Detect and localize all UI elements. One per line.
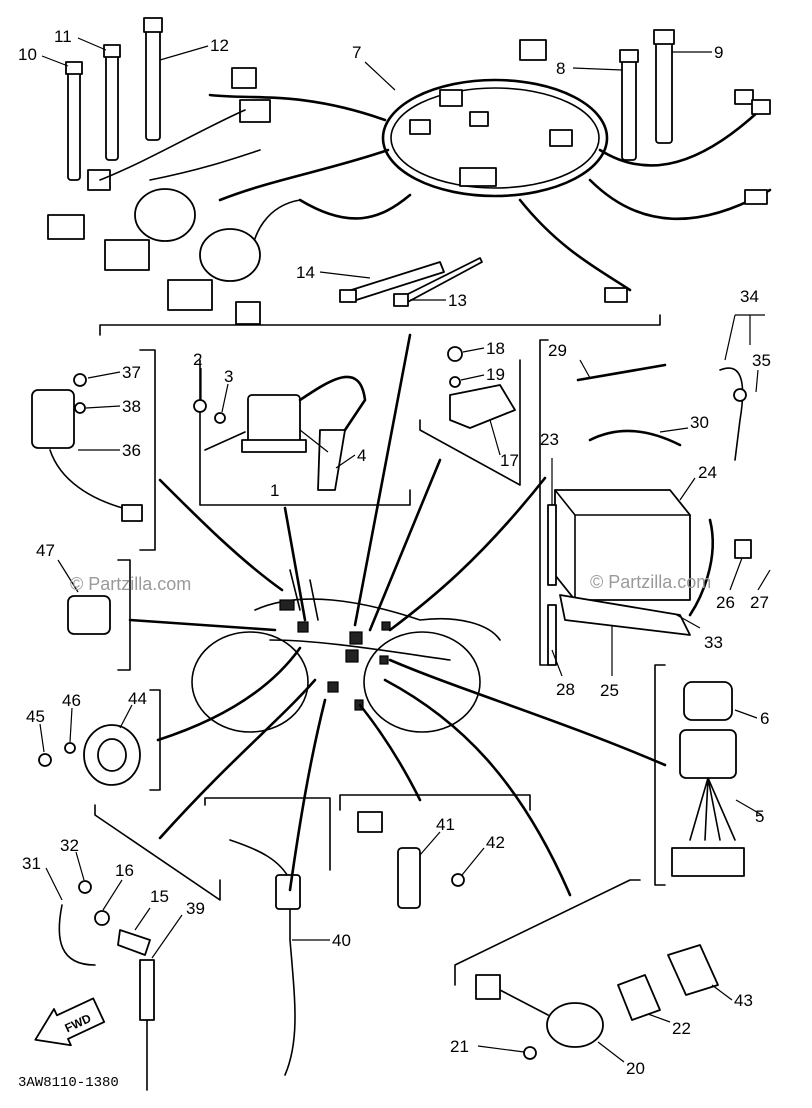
callout-15: 15: [150, 887, 169, 906]
callout-37: 37: [122, 363, 141, 382]
watermark-battery: © Partzilla.com: [590, 572, 711, 592]
callout-35: 35: [752, 351, 771, 370]
callout-10: 10: [18, 45, 37, 64]
callout-29: 29: [548, 341, 567, 360]
callout-18: 18: [486, 339, 505, 358]
cable-tie-9[interactable]: [653, 29, 675, 144]
motorcycle-frame: [191, 569, 501, 733]
cable-tie-10[interactable]: [65, 61, 83, 181]
starter-relay[interactable]: [31, 349, 156, 551]
callout-13: 13: [448, 291, 467, 310]
flasher-relay[interactable]: [67, 559, 131, 671]
callout-43: 43: [734, 991, 753, 1010]
callout-36: 36: [122, 441, 141, 460]
callout-45: 45: [26, 707, 45, 726]
callout-11: 11: [54, 27, 72, 46]
callout-28: 28: [556, 680, 575, 699]
sidestand-switch[interactable]: [204, 797, 331, 1076]
sensor-unit[interactable]: [339, 794, 531, 909]
callout-9: 9: [714, 43, 723, 62]
fwd-arrow: FWD: [34, 997, 106, 1047]
callout-47: 47: [36, 541, 55, 560]
callout-19: 19: [486, 365, 505, 384]
callout-30: 30: [690, 413, 709, 432]
callout-17: 17: [500, 451, 519, 470]
callout-7: 7: [352, 43, 361, 62]
cable-tie-12[interactable]: [143, 17, 163, 141]
wire-harness[interactable]: [47, 39, 772, 325]
callout-20: 20: [626, 1059, 645, 1078]
battery-group[interactable]: [539, 339, 752, 666]
callout-40: 40: [332, 931, 351, 950]
callout-3: 3: [224, 367, 233, 386]
callout-34: 34: [740, 287, 759, 306]
diagram-code: 3AW8110-1380: [18, 1075, 119, 1091]
rectifier-regulator[interactable]: [419, 346, 521, 486]
callout-26: 26: [716, 593, 735, 612]
callout-25: 25: [600, 681, 619, 700]
callout-6: 6: [760, 709, 769, 728]
cable-tie-8[interactable]: [619, 49, 639, 161]
callout-1: 1: [270, 481, 279, 500]
callout-21: 21: [450, 1037, 469, 1056]
callout-2: 2: [193, 350, 202, 369]
cable-tie-11[interactable]: [103, 44, 121, 161]
callout-27: 27: [750, 593, 769, 612]
watermark-center: © Partzilla.com: [70, 574, 191, 594]
callout-46: 46: [62, 691, 81, 710]
callout-22: 22: [672, 1019, 691, 1038]
callout-31: 31: [22, 854, 41, 873]
callout-4: 4: [357, 446, 366, 465]
callout-44: 44: [128, 689, 147, 708]
callout-5: 5: [755, 807, 764, 826]
band-14[interactable]: [339, 261, 445, 303]
harness-group-brace: [99, 314, 661, 336]
leader-lines: [128, 333, 667, 897]
horn[interactable]: [38, 689, 161, 791]
neutral-switch-group[interactable]: [58, 804, 221, 1091]
starter-switch-group[interactable]: [454, 879, 719, 1060]
callout-39: 39: [186, 899, 205, 918]
band-13[interactable]: [393, 257, 483, 307]
callout-24: 24: [698, 463, 717, 482]
callout-14: 14: [296, 263, 315, 282]
relay-assembly[interactable]: [654, 664, 745, 886]
callout-labels: 1 2 3 4 5 6 7 8 9 10 11 12 13 14 15 16 1…: [18, 27, 771, 1078]
callout-23: 23: [540, 430, 559, 449]
ignition-coil[interactable]: [193, 359, 411, 506]
callout-12: 12: [210, 36, 229, 55]
callout-8: 8: [556, 59, 565, 78]
callout-32: 32: [60, 836, 79, 855]
callout-16: 16: [115, 861, 134, 880]
callout-41: 41: [436, 815, 455, 834]
callout-38: 38: [122, 397, 141, 416]
callout-42: 42: [486, 833, 505, 852]
callout-33: 33: [704, 633, 723, 652]
